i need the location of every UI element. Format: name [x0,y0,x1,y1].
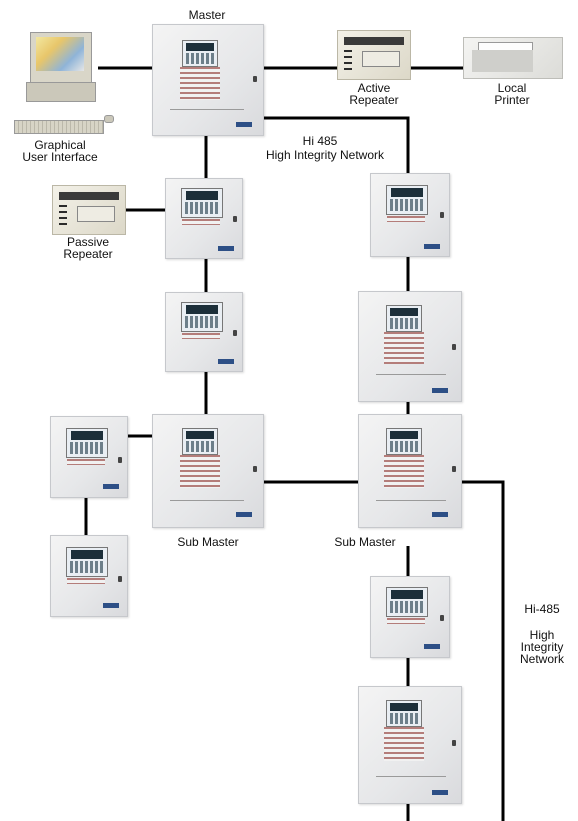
printer-icon [463,37,563,79]
gui-label-line1: Graphical [34,138,86,152]
link-master-node-r1 [262,116,410,173]
hi485-right-label-line1: Hi-485 [524,602,560,616]
hi485-right-label-line2: High [529,628,555,642]
passive-repeater-label-line1: Passive [66,235,110,249]
link-hi485-right [460,480,505,821]
repeater-icon [337,30,411,80]
master-label: Master [188,8,226,22]
hi485-right-label-line4: Network [519,652,564,666]
active-repeater-label-line2: Repeater [349,93,399,107]
repeater-icon [52,185,126,235]
hi485-label-line1: Hi 485 [302,134,338,148]
hi485-right-label-line3: Integrity [520,640,564,654]
sub-master-left-label: Sub Master [177,535,239,549]
local-printer-label-line1: Local [497,81,527,95]
gui-label-line2: User Interface [22,150,98,164]
local-printer-label-line2: Printer [494,93,530,107]
passive-repeater-label-line2: Repeater [63,247,113,261]
hi485-label-line2: High Integrity Network [265,148,385,162]
sub-master-right-label: Sub Master [334,535,396,549]
active-repeater-label-line1: Active [357,81,391,95]
